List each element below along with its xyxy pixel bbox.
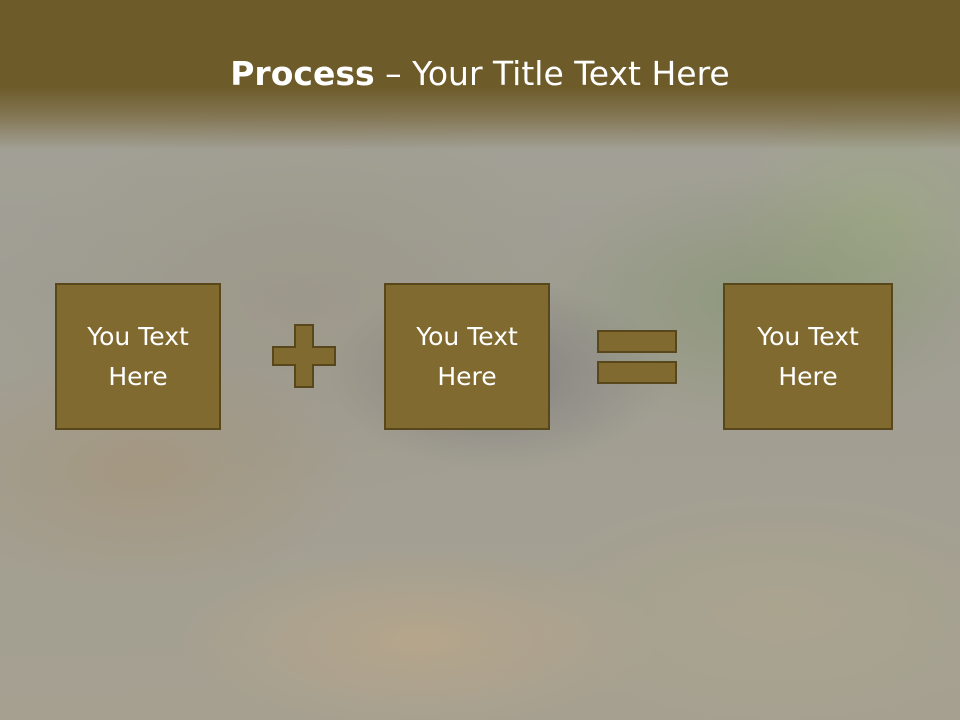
process-box-2: You Text Here bbox=[384, 283, 550, 430]
title-rest: – Your Title Text Here bbox=[374, 54, 730, 93]
process-box-1: You Text Here bbox=[55, 283, 221, 430]
plus-icon bbox=[272, 324, 336, 388]
title-bar: Process – Your Title Text Here bbox=[0, 0, 960, 150]
equals-icon bbox=[597, 330, 677, 384]
process-box-text: You Text Here bbox=[87, 321, 189, 391]
process-box-text: You Text Here bbox=[416, 321, 518, 391]
title-bold: Process bbox=[230, 54, 375, 93]
slide-title: Process – Your Title Text Here bbox=[0, 50, 960, 98]
process-box-text: You Text Here bbox=[757, 321, 859, 391]
process-box-3: You Text Here bbox=[723, 283, 893, 430]
